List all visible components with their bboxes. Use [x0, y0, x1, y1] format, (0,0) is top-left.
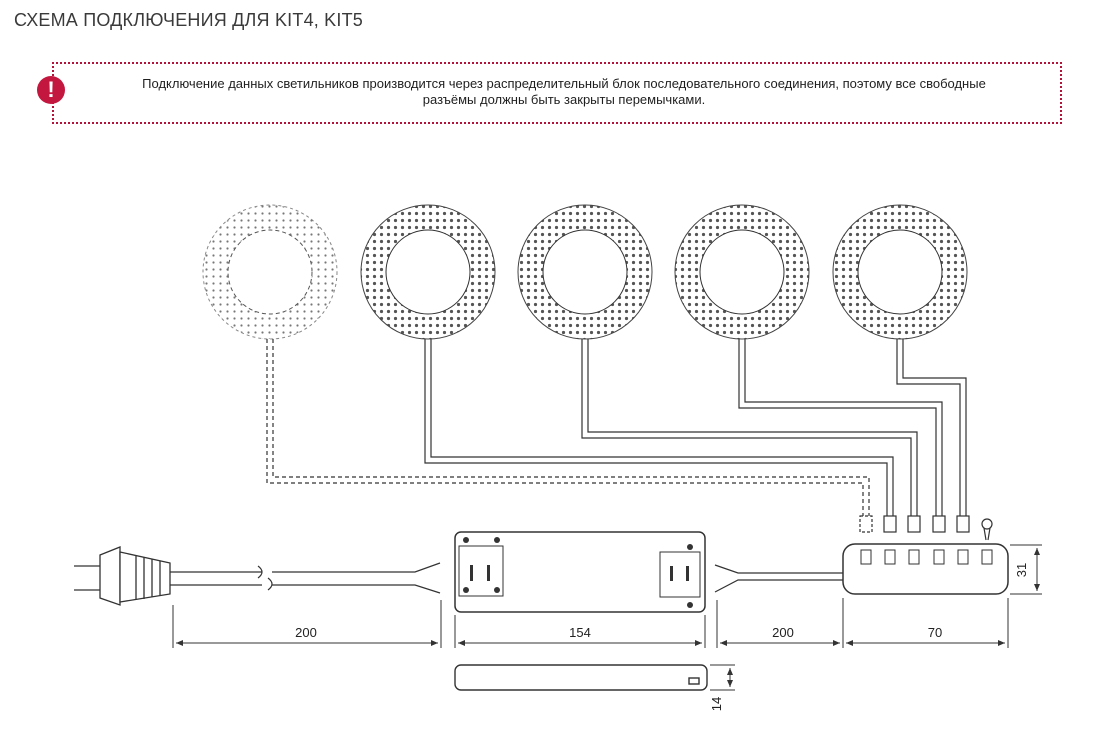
- cable-lamp-4: [738, 339, 943, 516]
- exclamation-icon: !: [37, 76, 65, 104]
- lamp-2: [360, 204, 496, 340]
- dimension-lines: [172, 544, 1042, 691]
- notice-line-2: разъёмы должны быть закрыты перемычками.: [422, 92, 706, 107]
- dim-driver-length: 154: [569, 625, 591, 640]
- cable-lamp-3: [581, 339, 918, 516]
- page-title: СХЕМА ПОДКЛЮЧЕНИЯ ДЛЯ KIT4, KIT5: [14, 10, 363, 30]
- driver-side-view: [454, 664, 708, 691]
- notice-line-1: Подключение данных светильников производ…: [142, 76, 986, 91]
- cable-lamp-5: [896, 339, 967, 516]
- lamp-1-optional: [202, 204, 338, 340]
- driver-unit: [454, 531, 706, 613]
- lamp-5: [832, 204, 968, 340]
- cable-lamp-1: [266, 339, 870, 516]
- power-cable: [170, 562, 441, 594]
- dim-block-length: 70: [928, 625, 942, 640]
- lamp-cables: [266, 339, 967, 516]
- block-plugs: [859, 515, 993, 541]
- power-plug: [74, 546, 171, 606]
- cable-lamp-2: [424, 339, 894, 516]
- notice-text: Подключение данных светильников производ…: [64, 76, 1064, 108]
- dim-driver-height: 14: [709, 697, 724, 711]
- output-cable: [714, 564, 843, 593]
- distribution-block: [842, 543, 1009, 595]
- dim-block-height: 31: [1014, 563, 1029, 577]
- dim-cable-right: 200: [772, 625, 794, 640]
- lamp-4: [674, 204, 810, 340]
- dim-cable-left: 200: [295, 625, 317, 640]
- lamp-3: [517, 204, 653, 340]
